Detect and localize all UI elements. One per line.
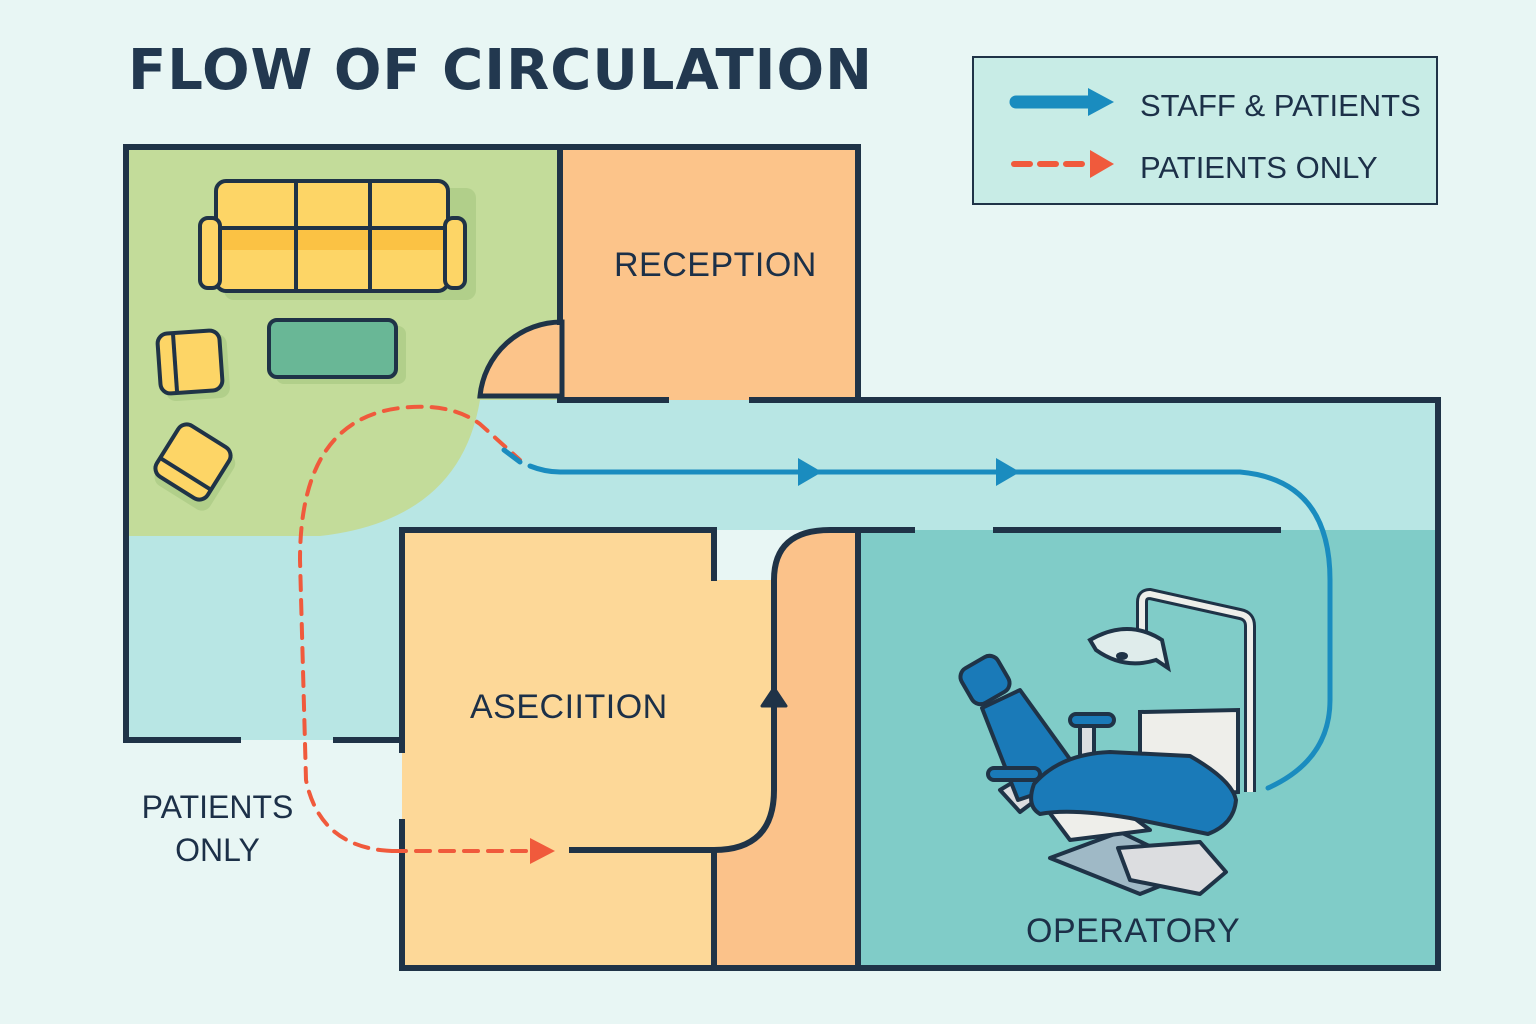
patient-path-arrowhead <box>530 838 555 864</box>
staff-path-dashed <box>501 447 523 465</box>
solid-arrow-icon <box>1009 88 1114 116</box>
corridor-main-floor <box>400 400 1438 530</box>
up-arrow-icon <box>760 686 788 708</box>
sterilization-nook-floor <box>712 580 774 850</box>
entrance-annotation: PATIENTS ONLY <box>130 786 305 872</box>
sterilization-floor <box>402 530 714 968</box>
entrance-annotation-line2: ONLY <box>175 832 260 868</box>
patient-path <box>297 404 522 853</box>
wall-curved <box>569 527 915 853</box>
armchair-icon <box>153 422 236 511</box>
sofa-icon <box>198 179 476 300</box>
passage-floor <box>714 530 858 968</box>
page-title: FLOW OF CIRCULATION <box>128 38 873 103</box>
dental-light-icon <box>1087 587 1256 792</box>
sterilization-label: ASECIITION <box>470 688 668 726</box>
reception-label: RECEPTION <box>614 246 817 284</box>
wall <box>123 144 861 743</box>
dashed-arrow-icon <box>1011 150 1114 178</box>
legend-label: PATIENTS ONLY <box>1140 150 1378 185</box>
entrance-annotation-line1: PATIENTS <box>141 789 294 825</box>
legend-label: STAFF & PATIENTS <box>1140 88 1421 123</box>
staff-path-arrowhead <box>996 458 1020 486</box>
reception-floor <box>562 147 858 400</box>
legend-item-staff-patients: STAFF & PATIENTS <box>974 82 1436 123</box>
walls <box>123 144 1441 971</box>
staff-path-arrowhead <box>798 458 822 486</box>
operatory-label: OPERATORY <box>1026 912 1241 950</box>
staff-path <box>527 463 1333 791</box>
coffee-table-icon <box>267 318 406 384</box>
legend: STAFF & PATIENTS PATIENTS ONLY <box>972 56 1438 205</box>
dental-chair-icon <box>958 653 1238 896</box>
armchair-icon <box>155 328 230 402</box>
legend-item-patients-only: PATIENTS ONLY <box>974 144 1436 185</box>
